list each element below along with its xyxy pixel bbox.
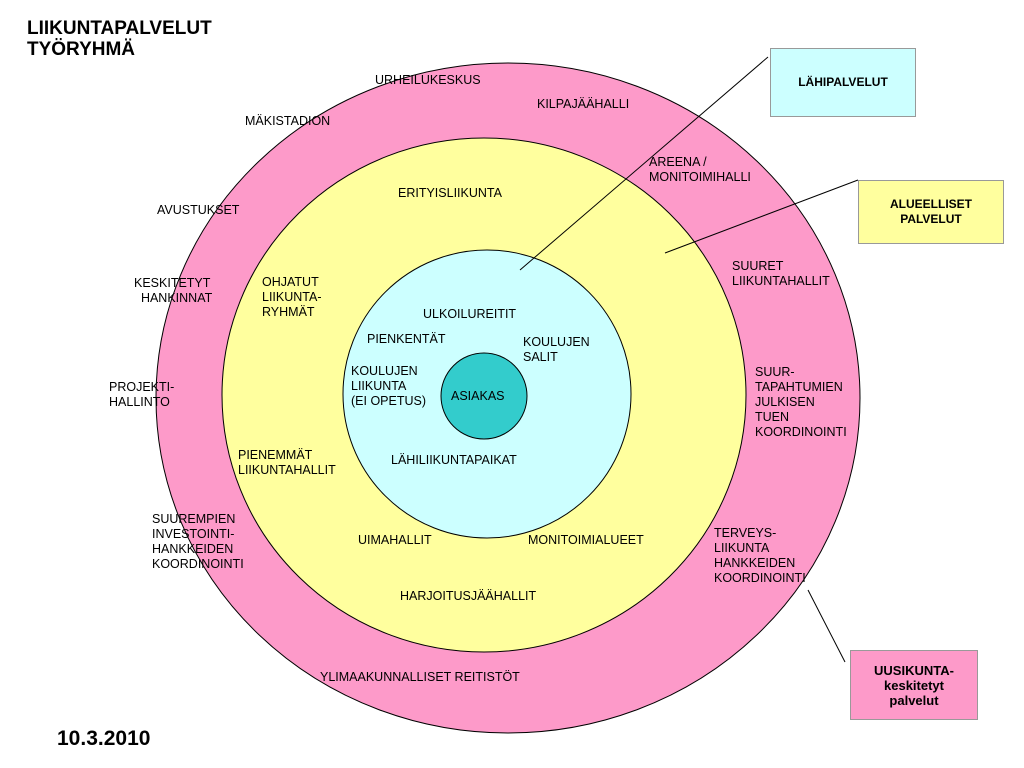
label-ulkoilureitit: ULKOILUREITIT <box>423 307 517 321</box>
label-uimahallit: UIMAHALLIT <box>358 533 432 547</box>
label-ylimaakunnalliset-reitistot: YLIMAAKUNNALLISET REITISTÖT <box>320 670 520 684</box>
title-line-1: LIIKUNTAPALVELUT <box>27 18 212 39</box>
label-urheilukeskus: URHEILUKESKUS <box>375 73 481 87</box>
page-title: LIIKUNTAPALVELUT TYÖRYHMÄ <box>27 18 212 60</box>
title-line-2: TYÖRYHMÄ <box>27 39 136 60</box>
legend-lahipalvelut: LÄHIPALVELUT <box>770 48 916 117</box>
label-lahiliikuntapaikat: LÄHILIIKUNTAPAIKAT <box>391 453 517 467</box>
label-projektihallinto: PROJEKTI- HALLINTO <box>109 380 175 409</box>
label-kilpajaahalli: KILPAJÄÄHALLI <box>537 97 630 111</box>
legend-alueelliset-palvelut: ALUEELLISET PALVELUT <box>858 180 1004 244</box>
legend-uusikunta-keskitetyt-palvelut: UUSIKUNTA- keskitetyt palvelut <box>850 650 978 720</box>
label-makistadion: MÄKISTADION <box>245 114 331 128</box>
label-erityisliikunta: ERITYISLIIKUNTA <box>398 186 502 200</box>
label-pienkentat: PIENKENTÄT <box>367 332 446 346</box>
label-koulujen-liikunta: KOULUJEN LIIKUNTA (EI OPETUS) <box>351 364 427 408</box>
label-terveysliikunta-hankkeiden-koordinointi: TERVEYS- LIIKUNTA HANKKEIDEN KOORDINOINT… <box>714 526 806 585</box>
label-ohjatut-liikuntaryhmat: OHJATUT LIIKUNTA- RYHMÄT <box>262 275 322 319</box>
label-avustukset: AVUSTUKSET <box>157 203 240 217</box>
label-suuret-liikuntahallit: SUURET LIIKUNTAHALLIT <box>732 259 830 288</box>
center-circle <box>440 352 528 440</box>
label-koulujen-salit: KOULUJEN SALIT <box>523 335 590 364</box>
label-monitoimialueet: MONITOIMIALUEET <box>528 533 644 547</box>
date-label: 10.3.2010 <box>57 727 151 750</box>
connector-lahipalvelut <box>519 56 769 271</box>
center-label: ASIAKAS <box>451 389 505 403</box>
label-suurtapahtumien-koordinointi: SUUR- TAPAHTUMIEN JULKISEN TUEN KOORDINO… <box>755 365 847 439</box>
label-pienemmat-liikuntahallit: PIENEMMÄT LIIKUNTAHALLIT <box>238 448 336 477</box>
connector-alueelliset <box>664 179 859 254</box>
label-harjoitusjaahallit: HARJOITUSJÄÄHALLIT <box>400 589 537 603</box>
label-areena-monitoimihalli: AREENA / MONITOIMIHALLI <box>649 155 751 184</box>
connector-uusikunta <box>807 589 846 663</box>
label-suurempien-investointihankkeiden-koordinointi: SUUREMPIEN INVESTOINTI- HANKKEIDEN KOORD… <box>152 512 244 571</box>
label-keskitetyt-hankinnat: KESKITETYT HANKINNAT <box>134 276 213 305</box>
